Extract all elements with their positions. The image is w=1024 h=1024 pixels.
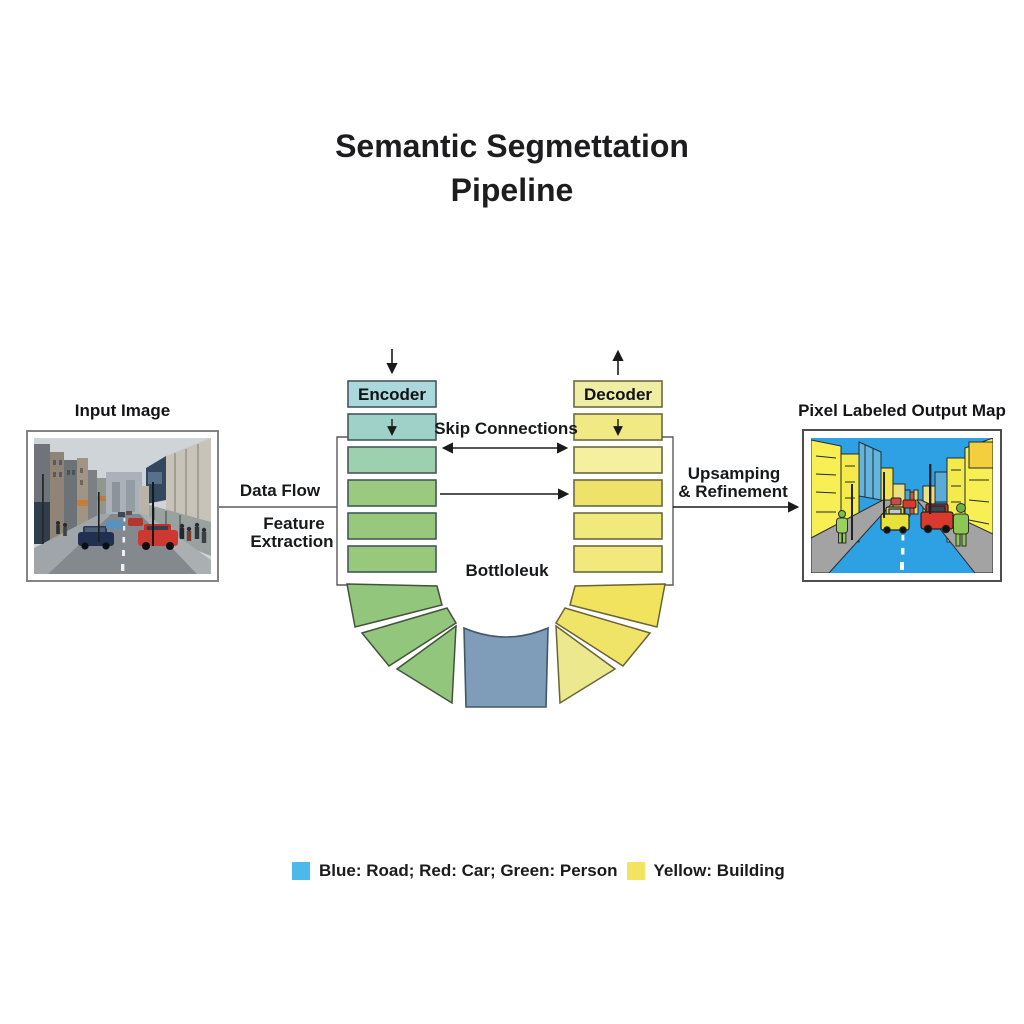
decoder-block-3 [573, 479, 663, 507]
segmap-distant-cars [890, 497, 917, 509]
segmap-street-poles [851, 464, 932, 540]
encoder-block-4 [347, 512, 437, 540]
input-image-label: Input Image [74, 401, 171, 420]
decoder-label: Decoder [584, 385, 652, 404]
output-map-label: Pixel Labeled Output Map [798, 401, 1006, 420]
upsampling-label-line2: & Refinement [678, 482, 788, 501]
photo-blue-car [78, 526, 114, 550]
encoder-label: Encoder [358, 385, 426, 404]
encoder-column [347, 380, 437, 573]
encoder-block-5 [347, 545, 437, 573]
decoder-fan [554, 583, 666, 705]
photo-pedestrians [56, 521, 207, 543]
encoder-block-2 [347, 446, 437, 474]
pipeline-diagram: Encoder Decoder Skip Connections Data Fl… [219, 349, 800, 708]
legend-yellow-swatch-icon [626, 862, 645, 880]
encoder-fan-segment-3 [395, 624, 457, 705]
segmap-person-right [953, 503, 969, 547]
photo-red-car [138, 524, 178, 550]
output-map-frame [802, 429, 1002, 582]
input-image-photo [34, 438, 211, 574]
photo-distant-buildings [106, 472, 142, 516]
diagram-title: Semantic Segmettation Pipeline [0, 124, 1024, 212]
encoder-fan-segment-2 [360, 607, 458, 667]
skip-connections-label: Skip Connections [434, 419, 578, 438]
encoder-block-3 [347, 479, 437, 507]
encoder-bracket [336, 436, 348, 586]
upsampling-label-line1: Upsamping [688, 464, 781, 483]
decoder-fan-segment-1 [555, 624, 617, 705]
legend-item-building: Yellow: Building [626, 861, 785, 881]
photo-lane-markings [121, 518, 126, 571]
diagram-title-line1: Semantic Segmettation [335, 128, 689, 164]
legend-item-road-car-person: Blue: Road; Red: Car; Green: Person [292, 861, 618, 881]
decoder-fan-segment-3 [569, 583, 666, 628]
decoder-column [573, 380, 663, 573]
segmap-person-left [836, 510, 848, 544]
photo-street-poles [42, 474, 154, 546]
legend: Blue: Road; Red: Car; Green: Person Yell… [292, 861, 785, 881]
bottleneck-label: Bottloleuk [465, 561, 549, 580]
photo-road [48, 514, 197, 574]
decoder-bracket [662, 436, 674, 586]
decoder-block-4 [573, 512, 663, 540]
legend-label-building: Yellow: Building [653, 861, 785, 880]
data-flow-label: Data Flow [240, 481, 321, 500]
segmap-yellow-car [880, 506, 910, 534]
encoder-fan [346, 583, 458, 705]
encoder-header-block [347, 380, 437, 408]
output-map-illustration [811, 438, 993, 573]
diagram-title-line2: Pipeline [450, 172, 574, 208]
photo-right-buildings [139, 438, 211, 556]
decoder-block-2 [573, 446, 663, 474]
input-image-frame [26, 430, 219, 582]
photo-small-cars [106, 511, 143, 529]
decoder-block-5 [573, 545, 663, 573]
decoder-header-block [573, 380, 663, 408]
segmap-red-car [920, 503, 954, 534]
decoder-fan-segment-2 [554, 607, 652, 667]
encoder-fan-segment-1 [346, 583, 443, 628]
legend-blue-swatch-icon [292, 862, 310, 880]
legend-label-road-car-person: Blue: Road; Red: Car; Green: Person [319, 861, 618, 880]
feature-extraction-label-line1: Feature [263, 514, 324, 533]
bottleneck-block [463, 626, 549, 708]
feature-extraction-label-line2: Extraction [250, 532, 333, 551]
